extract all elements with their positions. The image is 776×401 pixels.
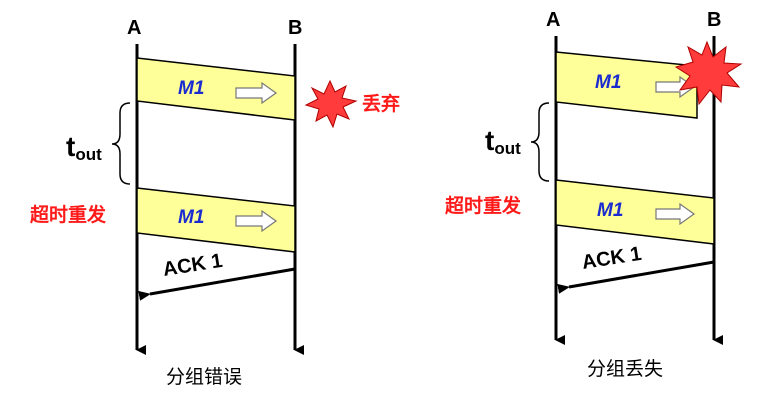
discard-label: 丢弃 <box>362 92 400 115</box>
packet-m1-label: M1 <box>178 78 204 99</box>
panel-packet-loss: A B M1 tout 超时重发 M1 ACK 1 分组丢失 <box>444 9 743 380</box>
packet-m1 <box>136 57 296 121</box>
timeout-label: tout <box>66 131 102 164</box>
node-a-label: A <box>127 17 141 39</box>
packet-m1-retransmit-label: M1 <box>178 207 204 228</box>
caption-packet-loss: 分组丢失 <box>587 358 663 380</box>
node-a-label: A <box>546 9 560 31</box>
direction-arrow-icon <box>235 81 278 105</box>
ack-label: ACK 1 <box>161 250 224 281</box>
packet-m1-label: M1 <box>595 72 621 93</box>
direction-arrow-icon <box>655 202 696 226</box>
caption-packet-error: 分组错误 <box>166 366 242 388</box>
packet-m1-retransmit-label: M1 <box>597 200 623 221</box>
panel-packet-error: A B M1 丢弃 tout 超时重发 M1 ACK 1 分组错误 <box>29 17 400 388</box>
packet-m1-retransmit <box>136 187 296 253</box>
node-b-label: B <box>288 17 302 39</box>
packet-m1-retransmit <box>555 179 715 245</box>
node-b-label: B <box>707 9 721 31</box>
timeout-label: tout <box>485 125 521 158</box>
timeout-brace <box>530 102 550 182</box>
direction-arrow-icon <box>655 75 696 99</box>
error-burst-icon <box>304 79 358 129</box>
loss-burst-icon <box>674 40 743 106</box>
ack-arrow <box>138 267 296 301</box>
direction-arrow-icon <box>235 209 278 233</box>
timeout-brace <box>111 102 131 185</box>
ack-arrow <box>557 260 715 294</box>
packet-m1-lost <box>555 51 698 119</box>
ack-label: ACK 1 <box>580 243 643 274</box>
retransmit-label: 超时重发 <box>444 194 522 217</box>
retransmit-label: 超时重发 <box>29 203 107 226</box>
